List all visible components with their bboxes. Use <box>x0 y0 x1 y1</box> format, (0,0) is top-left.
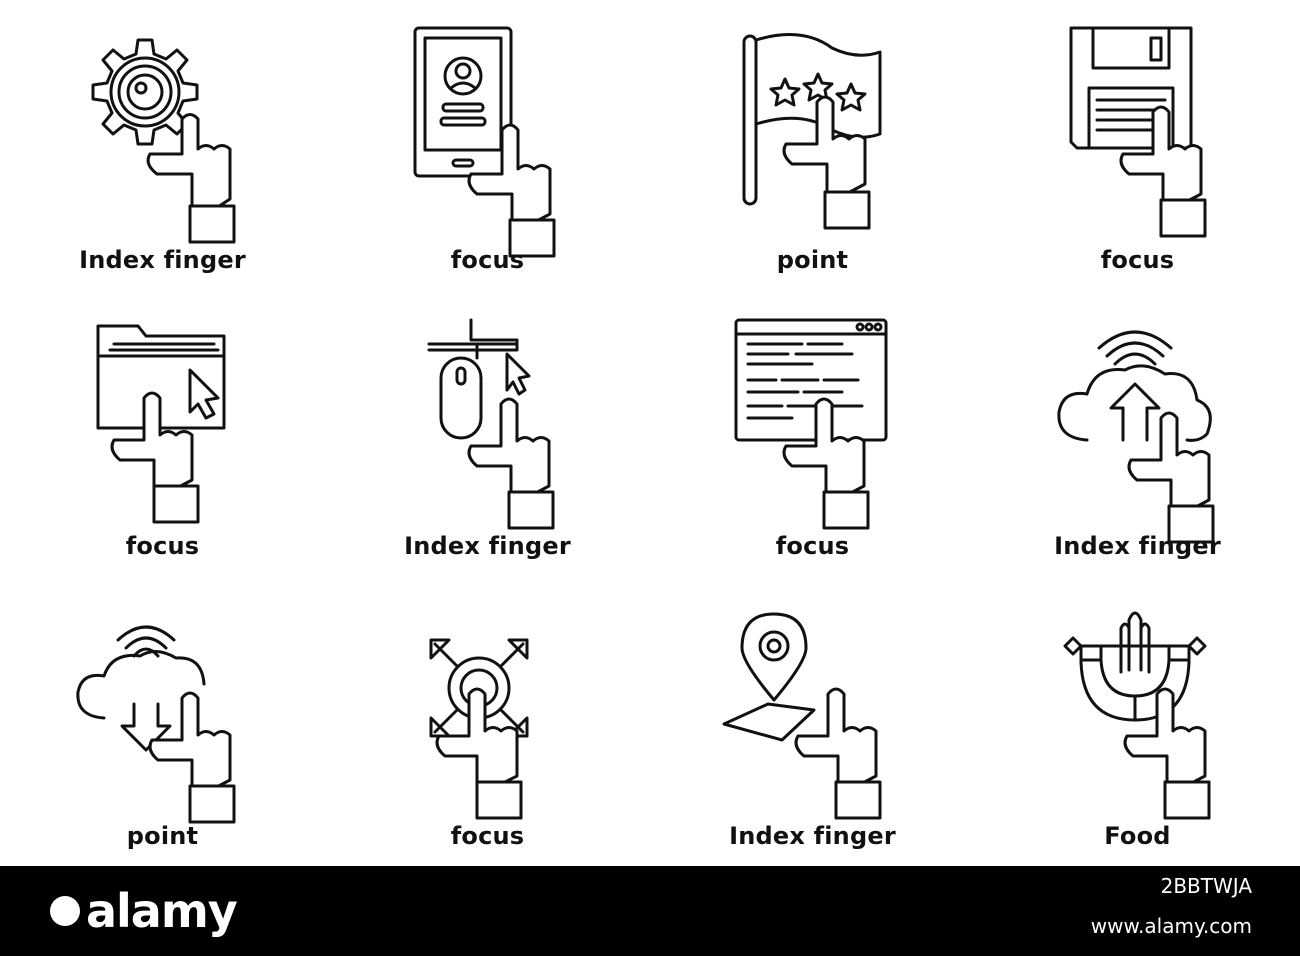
icon-label: Index finger <box>79 246 246 274</box>
icon-cell: focus <box>325 586 650 874</box>
stock-image-id: 2BBTWJA <box>1160 874 1252 898</box>
icon-label: focus <box>775 532 850 560</box>
icon-label: Index finger <box>1054 532 1221 560</box>
icon-cell: Index finger <box>0 10 325 298</box>
alamy-logo-mark <box>50 895 80 926</box>
icon-grid: Index finger focus point <box>0 10 1300 850</box>
gear-touch-icon <box>91 38 236 244</box>
browser-code-touch-icon <box>734 318 888 530</box>
watermark-footer: alamy 2BBTWJA www.alamy.com <box>0 866 1300 956</box>
icon-cell: focus <box>975 10 1300 298</box>
folder-cursor-touch-icon <box>96 324 226 524</box>
icon-cell: Food <box>975 586 1300 874</box>
flag-stars-touch-icon <box>742 33 882 230</box>
icon-label: point <box>126 822 199 850</box>
icon-label: Index finger <box>729 822 896 850</box>
icon-label: focus <box>1100 246 1175 274</box>
site-url: www.alamy.com <box>1090 914 1252 938</box>
mouse-cursor-touch-icon <box>427 318 555 530</box>
expand-arrows-touch-icon <box>429 638 529 820</box>
icon-label: focus <box>450 246 525 274</box>
icon-label: Index finger <box>404 532 571 560</box>
tablet-profile-touch-icon <box>413 26 556 258</box>
icon-label: point <box>776 246 849 274</box>
cloud-download-touch-icon <box>76 625 236 824</box>
icon-cell: point <box>650 10 975 298</box>
map-pin-touch-icon <box>722 612 882 820</box>
magnet-touch-icon <box>1063 611 1211 820</box>
icon-cell: Index finger <box>975 296 1300 584</box>
icon-cell: Index finger <box>650 586 975 874</box>
icon-cell: Index finger <box>325 296 650 584</box>
icon-cell: focus <box>0 296 325 584</box>
icon-label: focus <box>125 532 200 560</box>
icon-label: Food <box>1104 822 1171 850</box>
floppy-disk-touch-icon <box>1069 26 1207 238</box>
cloud-upload-touch-icon <box>1057 330 1215 544</box>
icon-cell: focus <box>650 296 975 584</box>
icon-cell: point <box>0 586 325 874</box>
alamy-logo: alamy <box>50 884 238 938</box>
icon-cell: focus <box>325 10 650 298</box>
icon-label: focus <box>450 822 525 850</box>
